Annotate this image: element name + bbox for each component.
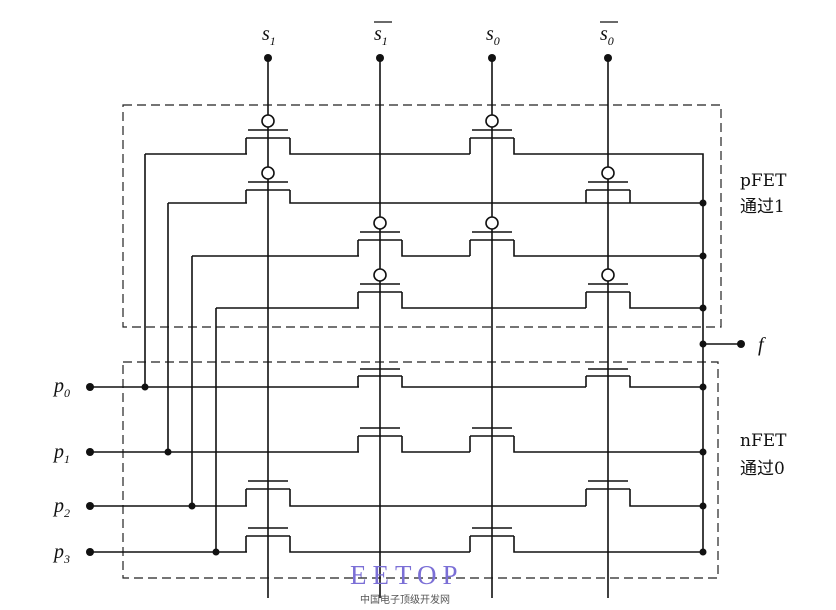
- nfet-q2: [585, 368, 703, 388]
- output: f: [699, 334, 766, 356]
- nfet-q4: [469, 427, 703, 453]
- input-labels: p0 p1 p2 p3: [52, 375, 70, 566]
- input-distribution: [141, 153, 359, 556]
- pfet-q3: [245, 166, 703, 204]
- watermark-subtitle: 中国电子顶级开发网: [360, 593, 450, 606]
- pfet-q2: [469, 114, 704, 308]
- terminal-s0: [488, 54, 496, 62]
- terminal-s0-bar: [604, 54, 612, 62]
- nfet-q1: [357, 368, 586, 388]
- pfet-q8: [585, 268, 703, 309]
- terminal-s1: [264, 54, 272, 62]
- pfet-q1: [245, 114, 470, 155]
- label-s1-bar: s1: [374, 23, 388, 48]
- label-s1: s1: [262, 23, 276, 48]
- nfet-q8: [469, 527, 703, 553]
- pfet-q6: [469, 216, 703, 257]
- pfet-label-line2: 通过1: [740, 197, 785, 217]
- nfet-q6: [585, 480, 703, 507]
- nfet-q7: [245, 527, 470, 553]
- pfet-block-boundary: [122, 104, 722, 328]
- label-s0: s0: [486, 23, 500, 48]
- pfet-label-line1: pFET: [740, 171, 787, 191]
- select-labels: s1 s1 s0 s0: [262, 21, 618, 48]
- nfet-label-line1: nFET: [740, 431, 787, 451]
- pfet-q7: [357, 268, 586, 309]
- select-lines: [264, 54, 612, 598]
- watermark-logo: EETOP: [350, 560, 464, 590]
- pfet-q5: [357, 216, 470, 257]
- nfet-transistors: [245, 308, 707, 556]
- label-p3: p3: [52, 541, 70, 566]
- nfet-q3: [357, 427, 470, 453]
- pfet-q4: [585, 166, 631, 203]
- label-p1: p1: [52, 441, 70, 466]
- terminal-s1-bar: [376, 54, 384, 62]
- nfet-q5: [245, 480, 586, 507]
- pfet-transistors: [245, 114, 707, 312]
- nfet-label-line2: 通过0: [740, 459, 785, 479]
- label-p0: p0: [52, 375, 70, 400]
- nfet-block-boundary: [122, 361, 719, 579]
- label-output-f: f: [758, 334, 766, 356]
- label-p2: p2: [52, 495, 70, 520]
- label-s0-bar: s0: [600, 23, 614, 48]
- input-buses: [86, 383, 359, 556]
- block-labels: pFET 通过1 nFET 通过0: [740, 171, 787, 479]
- watermark: EETOP 中国电子顶级开发网: [350, 560, 464, 606]
